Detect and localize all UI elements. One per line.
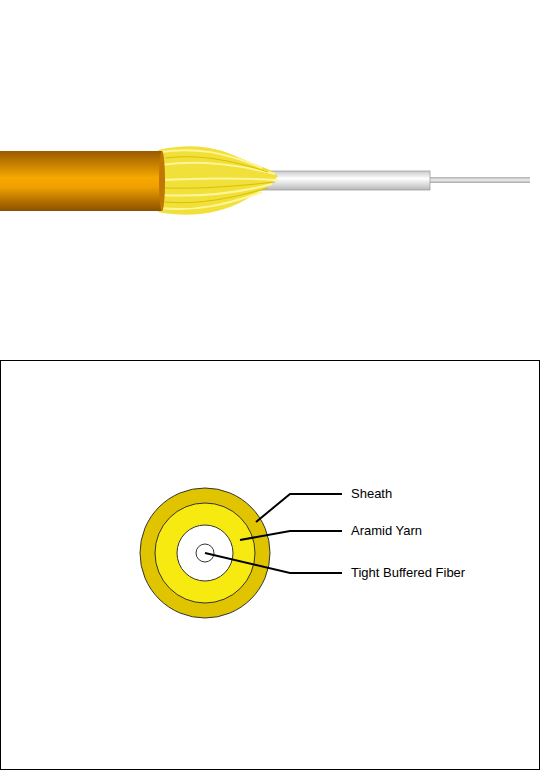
leader-lines — [205, 494, 342, 573]
fiber — [425, 177, 530, 183]
aramid-label: Aramid Yarn — [351, 524, 422, 537]
sheath-label: Sheath — [351, 487, 392, 500]
outer-sheath — [0, 151, 162, 211]
fiber-label: Tight Buffered Fiber — [351, 566, 465, 579]
frame — [1, 361, 540, 770]
aramid-yarn — [158, 146, 278, 214]
sheath-end — [159, 151, 165, 211]
